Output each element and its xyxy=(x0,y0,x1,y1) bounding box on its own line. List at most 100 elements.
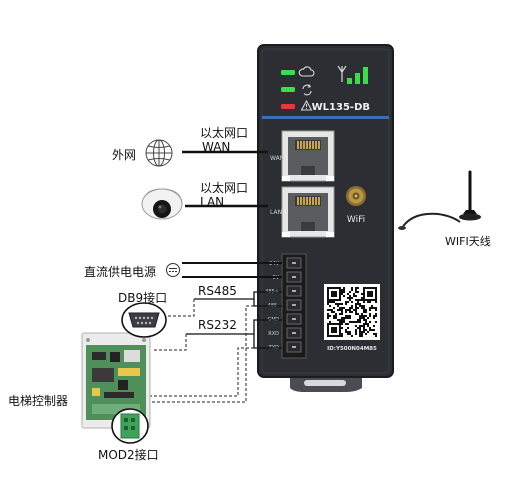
mod2-port-label: MOD2接口 xyxy=(98,448,159,462)
qr-cell xyxy=(369,287,371,289)
qr-cell xyxy=(339,289,341,291)
qr-cell xyxy=(343,289,345,291)
qr-cell xyxy=(347,327,349,329)
qr-cell xyxy=(333,291,335,293)
power-cables xyxy=(182,262,282,278)
qr-cell xyxy=(329,287,331,289)
qr-cell xyxy=(375,333,377,335)
gateway-device: WL135-DB WAN xyxy=(257,44,394,378)
qr-cell xyxy=(359,325,361,327)
qr-cell xyxy=(369,313,371,315)
signal-bars-icon xyxy=(347,67,368,84)
qr-cell xyxy=(363,291,365,293)
qr-cell xyxy=(327,309,329,311)
qr-cell xyxy=(359,327,361,329)
qr-cell xyxy=(373,329,375,331)
qr-cell xyxy=(347,315,349,317)
qr-cell xyxy=(369,301,371,303)
qr-cell xyxy=(347,301,349,303)
qr-cell xyxy=(343,321,345,323)
qr-cell xyxy=(331,323,333,325)
qr-cell xyxy=(333,317,335,319)
qr-cell xyxy=(337,323,339,325)
qr-cell xyxy=(363,287,365,289)
signal-antenna-icon xyxy=(337,65,347,82)
qr-cell xyxy=(335,291,337,293)
qr-cell xyxy=(375,309,377,311)
qr-cell xyxy=(335,293,337,295)
qr-cell xyxy=(365,329,367,331)
qr-cell xyxy=(373,325,375,327)
qr-cell xyxy=(363,295,365,297)
dashed-wiring xyxy=(124,299,254,403)
lan-port-label: LAN xyxy=(270,209,282,216)
qr-cell xyxy=(343,291,345,293)
qr-cell xyxy=(339,309,341,311)
qr-cell xyxy=(349,317,351,319)
qr-cell xyxy=(371,291,373,293)
qr-cell xyxy=(365,321,367,323)
qr-cell xyxy=(357,301,359,303)
extranet-label: 外网 xyxy=(112,148,137,162)
qr-cell xyxy=(355,331,357,333)
qr-cell xyxy=(363,317,365,319)
terminal-screw-slot xyxy=(292,290,296,292)
qr-cell xyxy=(359,329,361,331)
qr-cell xyxy=(359,303,361,305)
qr-cell xyxy=(363,327,365,329)
device-id-label: ID:Y500N04M85 xyxy=(327,346,377,352)
qr-cell xyxy=(339,325,341,327)
terminal-screw-slot xyxy=(292,304,296,306)
qr-cell xyxy=(341,289,343,291)
qr-cell xyxy=(343,295,345,297)
qr-cell xyxy=(367,293,369,295)
qr-cell xyxy=(371,295,373,297)
qr-cell xyxy=(353,321,355,323)
qr-cell xyxy=(327,313,329,315)
qr-cell xyxy=(343,307,345,309)
qr-cell xyxy=(335,295,337,297)
qr-cell xyxy=(359,299,361,301)
qr-cell xyxy=(363,307,365,309)
lan-ethernet-label-en: LAN xyxy=(200,195,225,209)
qr-cell xyxy=(327,315,329,317)
qr-cell xyxy=(327,329,329,331)
qr-cell xyxy=(339,327,341,329)
qr-cell xyxy=(361,335,363,337)
qr-cell xyxy=(341,327,343,329)
qr-cell xyxy=(369,307,371,309)
qr-cell xyxy=(339,307,341,309)
qr-cell xyxy=(335,323,337,325)
qr-cell xyxy=(331,301,333,303)
qr-cell xyxy=(373,333,375,335)
qr-cell xyxy=(333,323,335,325)
accent-line xyxy=(262,116,389,119)
qr-cell xyxy=(337,299,339,301)
qr-cell xyxy=(333,327,335,329)
qr-cell xyxy=(333,287,335,289)
qr-cell xyxy=(341,313,343,315)
qr-cell xyxy=(375,335,377,337)
db9-connector xyxy=(121,302,167,338)
status-led-alarm xyxy=(281,104,295,109)
qr-cell xyxy=(375,315,377,317)
qr-cell xyxy=(373,317,375,319)
qr-cell xyxy=(361,293,363,295)
qr-cell xyxy=(349,315,351,317)
wan-port xyxy=(281,130,335,182)
qr-cell xyxy=(367,301,369,303)
terminal-screw-slot xyxy=(292,346,296,348)
qr-cell xyxy=(339,293,341,295)
qr-cell xyxy=(355,307,357,309)
qr-cell xyxy=(359,335,361,337)
rs485-label: RS485 xyxy=(198,284,237,298)
qr-cell xyxy=(373,287,375,289)
qr-cell xyxy=(333,315,335,317)
qr-cell xyxy=(335,329,337,331)
qr-cell xyxy=(359,319,361,321)
qr-cell xyxy=(355,299,357,301)
qr-cell xyxy=(375,299,377,301)
qr-cell xyxy=(371,329,373,331)
qr-cell xyxy=(363,329,365,331)
qr-cell xyxy=(351,321,353,323)
